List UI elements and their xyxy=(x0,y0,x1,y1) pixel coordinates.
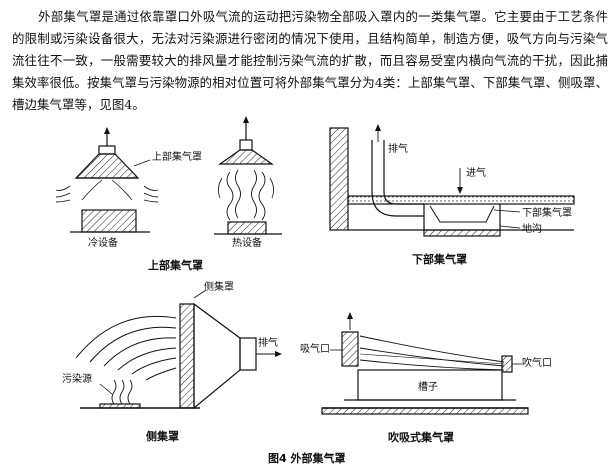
top-hood-title: 上部集气罩 xyxy=(148,258,203,272)
bottom-hood-title: 下部集气罩 xyxy=(412,252,467,266)
hot-hood-body xyxy=(218,149,274,165)
blow-suction-hood-diagram xyxy=(321,312,529,415)
cold-equipment-label: 冷设备 xyxy=(88,236,118,249)
cold-hood-body xyxy=(74,153,140,179)
bottom-intake-label: 进气 xyxy=(466,166,486,179)
side-exhaust-label: 排气 xyxy=(258,336,278,349)
trench-label: 地沟 xyxy=(522,222,542,235)
hot-equipment-label: 热设备 xyxy=(232,236,262,249)
hot-equipment xyxy=(227,221,267,235)
tank-label: 槽子 xyxy=(418,380,438,393)
wall xyxy=(329,127,349,231)
bottom-hood-diagram xyxy=(329,124,575,237)
side-hood-label: 侧集罩 xyxy=(204,280,234,293)
hood-flange xyxy=(179,303,195,409)
side-hood-title: 侧集罩 xyxy=(146,429,179,443)
suction-box xyxy=(341,331,359,367)
bottom-exhaust-label: 排气 xyxy=(388,142,408,155)
top-hood-diagram xyxy=(55,116,282,235)
figure-caption: 图4 外部集气罩 xyxy=(268,451,345,465)
blow-suction-title: 吹吸式集气罩 xyxy=(388,430,454,444)
cold-equipment xyxy=(81,209,137,233)
source-label: 污染源 xyxy=(62,372,92,385)
blow-nozzle xyxy=(501,355,513,373)
hood-duct xyxy=(98,145,116,155)
suction-port-label: 吸气口 xyxy=(300,342,330,355)
side-hood-diagram xyxy=(75,289,282,410)
top-hood-label: 上部集气罩 xyxy=(152,150,202,163)
bottom-hood-label: 下部集气罩 xyxy=(522,206,572,219)
body-paragraph: 外部集气罩是通过依靠罩口外吸气流的运动把污染物全部吸入罩内的一类集气罩。它主要由… xyxy=(12,9,608,112)
clipped-text-line xyxy=(20,462,220,473)
blow-port-label: 吹气口 xyxy=(522,356,552,369)
